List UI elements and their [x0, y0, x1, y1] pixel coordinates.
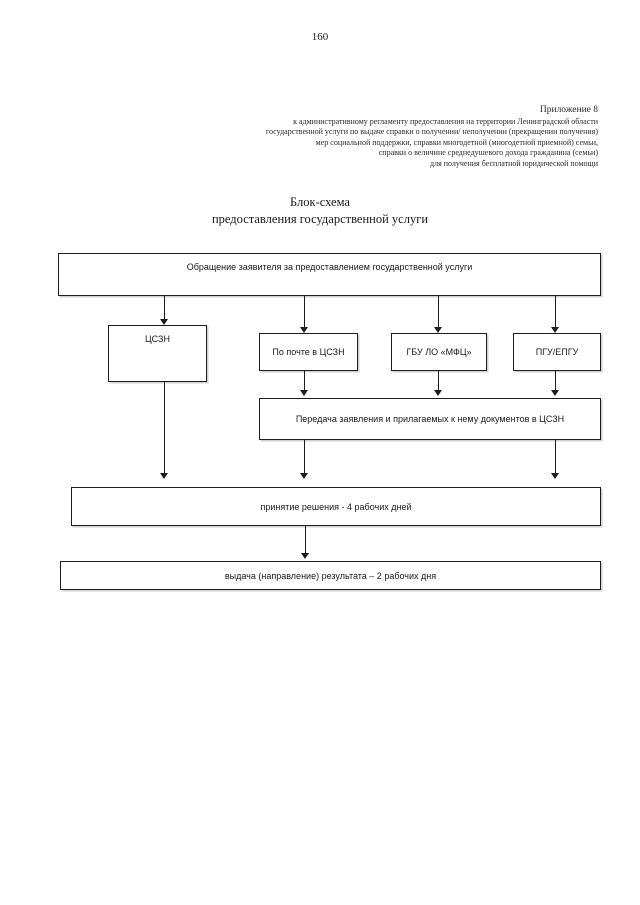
- connector-request-to-pgu: [555, 296, 556, 329]
- appendix-line-5: для получения бесплатной юридической пом…: [430, 158, 598, 168]
- connector-transfer-to-decision-left: [304, 440, 305, 475]
- appendix-header: Приложение 8 к административному регламе…: [120, 104, 598, 169]
- flow-node-request: Обращение заявителя за предоставлением г…: [58, 253, 601, 296]
- page-title: Блок-схема предоставления государственно…: [0, 194, 640, 228]
- arrowhead-pgu-to-transfer: [551, 390, 559, 396]
- arrowhead-mail-to-transfer: [300, 390, 308, 396]
- arrowhead-decision-to-result: [301, 553, 309, 559]
- flow-node-transfer: Передача заявления и прилагаемых к нему …: [259, 398, 601, 440]
- connector-decision-to-result: [305, 526, 306, 555]
- flow-node-cszn: ЦСЗН: [108, 325, 207, 382]
- appendix-title: Приложение 8: [539, 105, 598, 115]
- flow-node-decision: принятие решения - 4 рабочих дней: [71, 487, 601, 526]
- page-number: 160: [311, 31, 329, 43]
- connector-transfer-to-decision-right: [555, 440, 556, 475]
- appendix-line-1: к административному регламенту предостав…: [293, 117, 598, 126]
- arrowhead-mfc-to-transfer: [434, 390, 442, 396]
- arrowhead-request-to-pgu: [551, 327, 559, 333]
- arrowhead-request-to-mfc: [434, 327, 442, 333]
- flow-node-mfc: ГБУ ЛО «МФЦ»: [391, 333, 487, 371]
- connector-mfc-to-transfer: [438, 371, 439, 392]
- arrowhead-cszn-to-decision: [160, 473, 168, 479]
- arrowhead-transfer-to-decision-left: [300, 473, 308, 479]
- arrowhead-request-to-cszn: [160, 319, 168, 325]
- connector-request-to-mail: [304, 296, 305, 329]
- page-title-line-2: предоставления государственной услуги: [211, 212, 429, 226]
- connector-request-to-cszn: [164, 296, 165, 321]
- connector-cszn-to-decision: [164, 382, 165, 475]
- flow-node-pgu: ПГУ/ЕПГУ: [513, 333, 601, 371]
- appendix-line-3: мер социальной поддержки, справки многод…: [315, 137, 598, 147]
- connector-mail-to-transfer: [304, 371, 305, 392]
- page-title-line-1: Блок-схема: [290, 195, 350, 209]
- flow-node-mail: По почте в ЦСЗН: [259, 333, 358, 371]
- connector-pgu-to-transfer: [555, 371, 556, 392]
- connector-request-to-mfc: [438, 296, 439, 329]
- flow-node-result: выдача (направление) результата – 2 рабо…: [60, 561, 601, 590]
- arrowhead-request-to-mail: [300, 327, 308, 333]
- appendix-line-4: справки о величине среднедушевого дохода…: [378, 148, 598, 158]
- appendix-line-2: государственной услуги по выдаче справки…: [265, 127, 598, 137]
- arrowhead-transfer-to-decision-right: [551, 473, 559, 479]
